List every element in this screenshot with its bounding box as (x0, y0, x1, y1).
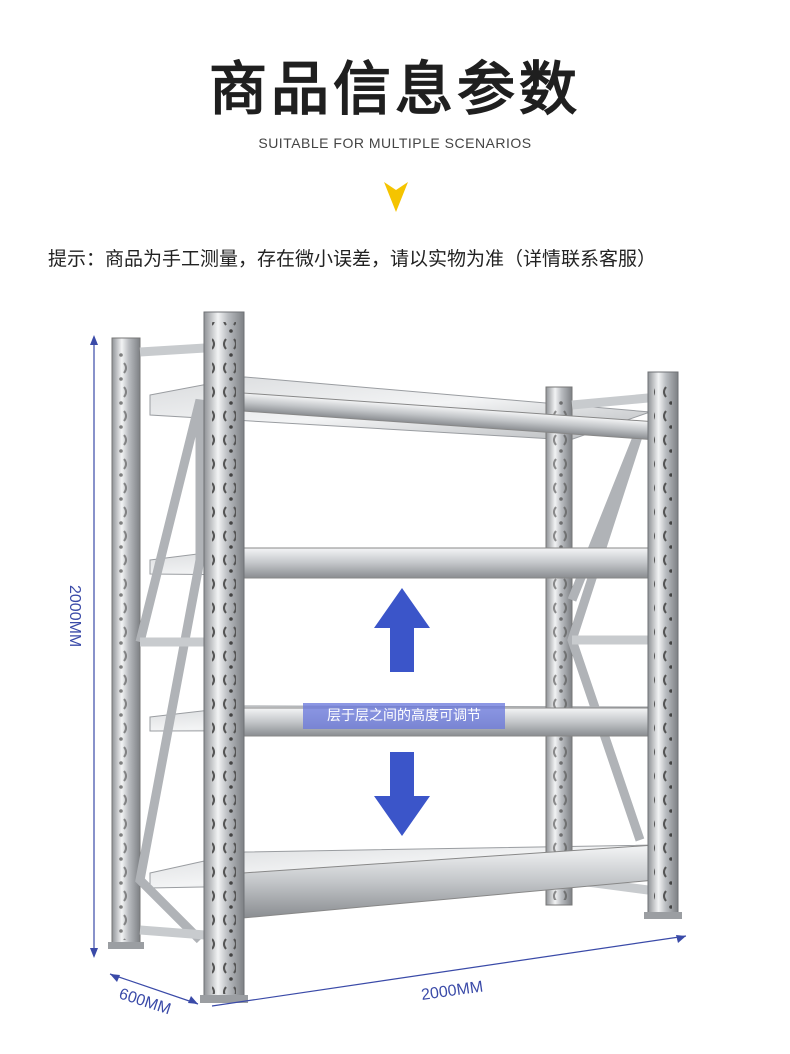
measurement-notice: 提示：商品为手工测量，存在微小误差，请以实物为准（详情联系客服） (48, 248, 657, 270)
side-brace-left (135, 398, 205, 944)
width-dimension-line (211, 935, 687, 1007)
depth-dimension-line (109, 973, 199, 1005)
depth-dimension-label: 600MM (117, 986, 173, 1019)
page-title: 商品信息参数 (208, 55, 581, 123)
arrow-up-icon (374, 588, 430, 672)
chevron-down-icon (384, 182, 408, 212)
shelf-illustration: 2000MM 2000MM 600MM (66, 311, 687, 1019)
side-brace-right (567, 428, 645, 842)
arrow-down-icon (374, 752, 430, 836)
beam-2 (242, 547, 656, 579)
adjustable-height-label: 层于层之间的高度可调节 (303, 703, 505, 729)
height-dimension-label: 2000MM (66, 585, 83, 647)
page-subtitle: SUITABLE FOR MULTIPLE SCENARIOS (258, 135, 532, 151)
width-dimension-label: 2000MM (420, 978, 484, 1003)
